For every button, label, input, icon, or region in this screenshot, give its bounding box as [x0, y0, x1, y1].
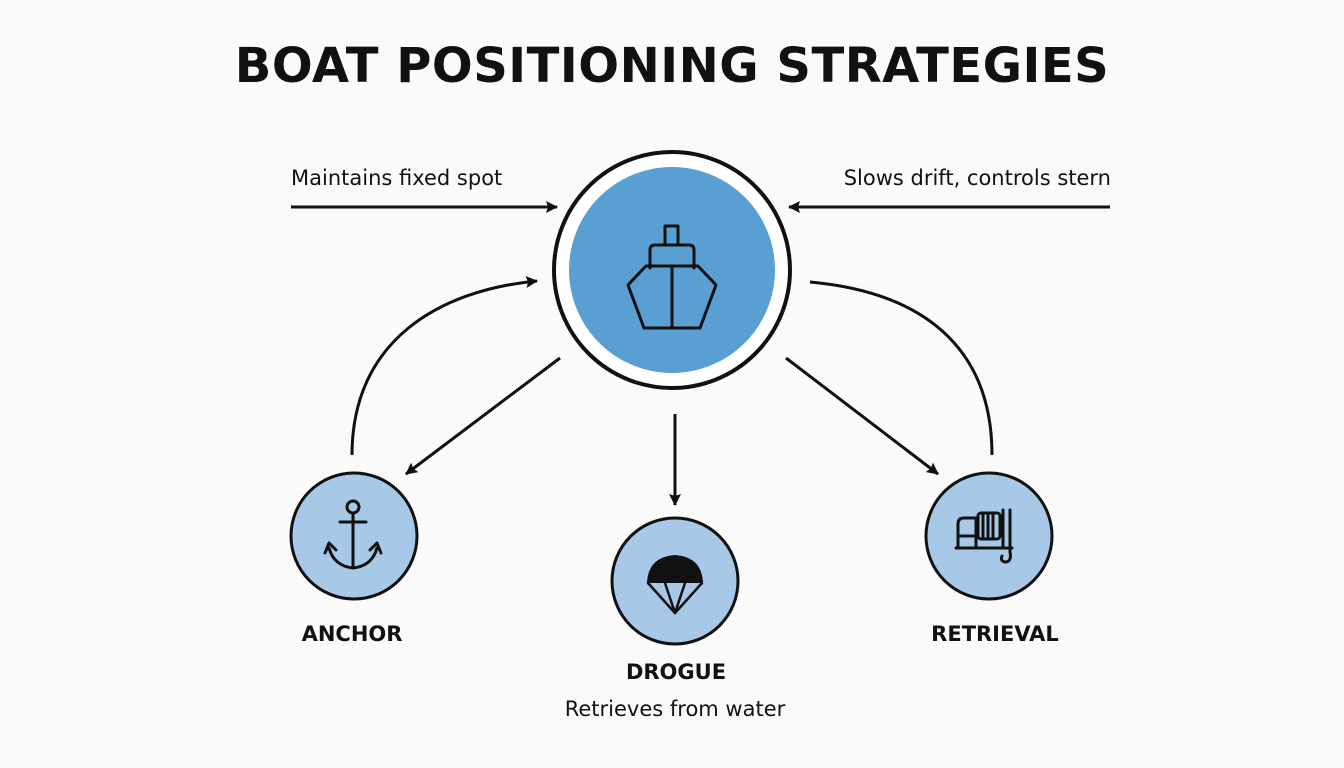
arrow-center-to-retrieval	[785, 356, 939, 476]
curve-anchor-to-center	[350, 276, 538, 456]
arrow-center-to-anchor	[405, 356, 561, 476]
boat-icon	[626, 224, 718, 330]
label-drogue: DROGUE	[625, 660, 727, 684]
note-slows-drift: Slows drift, controls stern	[843, 166, 1111, 190]
page-title: BOAT POSITIONING STRATEGIES	[234, 38, 1110, 94]
node-retrieval	[924, 471, 1054, 601]
note-retrieves: Retrieves from water	[564, 697, 786, 721]
label-anchor: ANCHOR	[301, 622, 403, 646]
curve-center-to-retrieval	[809, 280, 994, 456]
winch-icon	[954, 508, 1014, 564]
anchor-icon	[323, 499, 383, 570]
note-fixed-spot: Maintains fixed spot	[291, 166, 503, 190]
label-retrieval: RETRIEVAL	[931, 622, 1059, 646]
node-drogue	[610, 516, 740, 646]
center-node	[552, 150, 792, 390]
node-anchor	[289, 471, 419, 601]
parachute-icon	[646, 555, 704, 615]
